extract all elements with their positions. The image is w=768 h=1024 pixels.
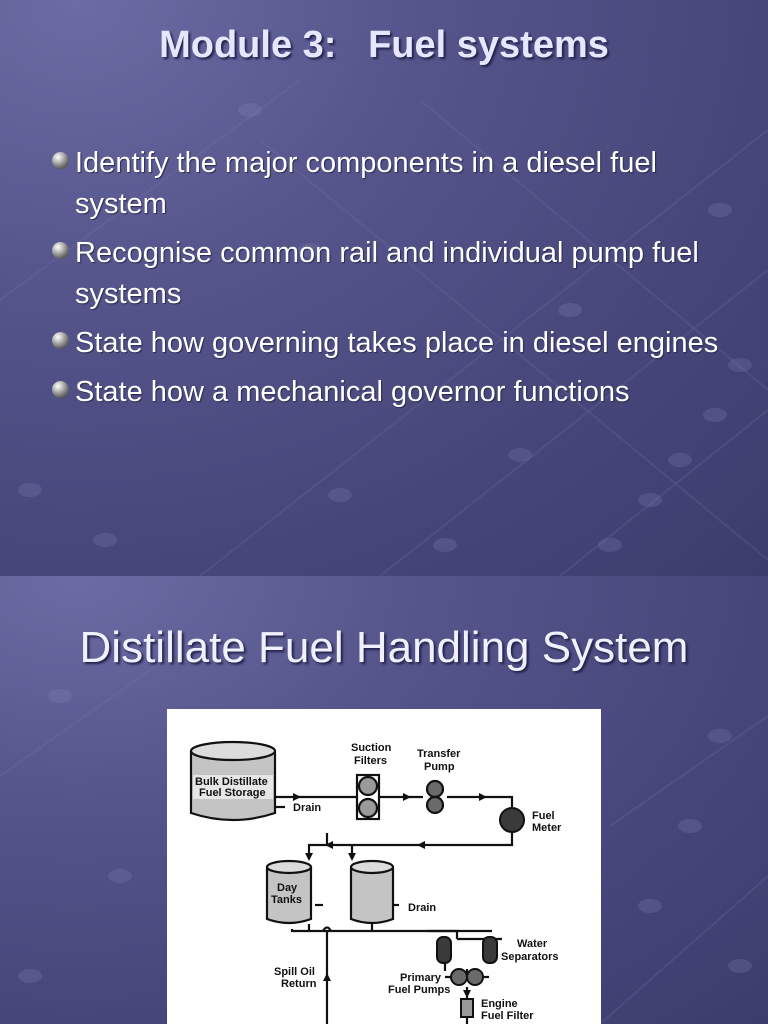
label-meter: Meter — [532, 822, 562, 834]
bullet-text: Identify the major components in a diese… — [75, 147, 657, 220]
bullet-item: State how a mechanical governor function… — [50, 372, 740, 413]
engine-fuel-filter-icon — [460, 998, 474, 1018]
bullet-item: Recognise common rail and individual pum… — [50, 233, 740, 315]
slide-title: Distillate Fuel Handling System — [79, 623, 689, 672]
primary-fuel-pumps-icon — [450, 968, 484, 986]
slide-title: Module 3: Fuel systems — [159, 24, 609, 66]
label-spill-oil: Spill Oil — [274, 966, 315, 978]
bullet-text: State how a mechanical governor function… — [75, 376, 630, 408]
fuel-meter-icon — [499, 807, 525, 833]
label-drain-storage: Drain — [293, 802, 321, 814]
label-fuel-storage: Fuel Storage — [199, 787, 266, 799]
bullet-ball-icon — [52, 381, 69, 398]
label-fuel-pumps: Fuel Pumps — [388, 984, 450, 996]
fuel-diagram-svg: Bulk Distillate Fuel Storage Drain Sucti… — [189, 740, 562, 1024]
label-primary: Primary — [400, 972, 442, 984]
day-tanks-icon — [265, 859, 395, 925]
background-texture — [0, 79, 768, 576]
water-separators-icon — [436, 936, 498, 964]
objectives-list: Identify the major components in a diese… — [50, 143, 740, 421]
label-transfer: Transfer — [417, 748, 461, 760]
bullet-item: Identify the major components in a diese… — [50, 143, 740, 225]
label-fuel: Fuel — [532, 810, 555, 822]
label-pump: Pump — [424, 761, 455, 773]
fuel-handling-diagram: Bulk Distillate Fuel Storage Drain Sucti… — [167, 709, 601, 1024]
bullet-item: State how governing takes place in diese… — [50, 323, 740, 364]
bullet-ball-icon — [52, 242, 69, 259]
label-engine: Engine — [481, 998, 518, 1010]
transfer-pump-icon — [425, 779, 445, 815]
label-drain-day: Drain — [408, 902, 436, 914]
background-texture — [0, 655, 768, 1024]
label-return: Return — [281, 978, 317, 990]
suction-filters-icon — [355, 773, 381, 821]
label-water: Water — [517, 938, 548, 950]
label-bulk-distillate: Bulk Distillate — [195, 776, 268, 788]
label-separators: Separators — [501, 951, 558, 963]
bulk-storage-tank-icon — [189, 740, 277, 822]
bullet-text: State how governing takes place in diese… — [75, 327, 719, 359]
bullet-ball-icon — [52, 152, 69, 169]
slide-module-3: Module 3: Fuel systems Identify the majo… — [0, 0, 768, 576]
label-suction: Suction — [351, 742, 392, 754]
label-tanks: Tanks — [271, 894, 302, 906]
slide-distillate-fuel: Distillate Fuel Handling System — [0, 576, 768, 1024]
label-fuel-filter: Fuel Filter — [481, 1010, 534, 1022]
label-day: Day — [277, 882, 298, 894]
bullet-ball-icon — [52, 332, 69, 349]
bullet-text: Recognise common rail and individual pum… — [75, 237, 699, 310]
label-filters: Filters — [354, 755, 387, 767]
